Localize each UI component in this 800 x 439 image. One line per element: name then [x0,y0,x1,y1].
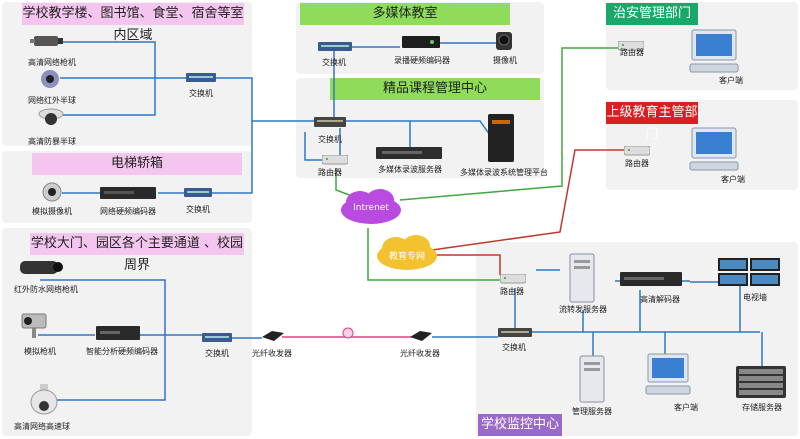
switch-icon-perimeter [202,333,232,342]
label-client-police: 客户端 [719,76,743,85]
label-switch-indoor: 交换机 [189,89,213,98]
link-indoor-switch-backbone [214,77,314,122]
zone-title-elevator: 电梯轿箱 [32,153,242,175]
switch-icon-course-center [314,117,346,127]
link-elevator [62,121,253,194]
label-mm-server: 多媒体录波服务器 [378,165,442,174]
zone-title-multimedia: 多媒体教室 [300,3,510,25]
network-encoder-icon [100,187,156,199]
mgmt-server-icon [579,355,605,403]
zone-title-campus-indoor: 学校教学楼、图书馆、食堂、宿舍等室内区域 [22,3,244,43]
label-hd-vandal-dome: 高清防暴半球 [28,137,76,146]
client-pc-icon-police [689,29,739,73]
label-stream-server: 流转发服务器 [559,305,607,314]
smart-encoder-icon [96,326,140,340]
switch-icon-monitor [498,328,532,337]
label-hd-gun-camera: 高清网络枪机 [28,58,76,67]
router-icon-police [618,41,644,51]
label-router-course: 路由器 [318,168,342,177]
router-icon-monitor [500,274,526,284]
zone-title-perimeter: 学校大门、园区各个主要通道 、校园周界 [30,233,244,273]
client-pc-icon-monitor [645,353,691,395]
label-hd-decoder: 高清解码器 [640,295,680,304]
ir-waterproof-gun-icon [20,261,63,274]
hd-speed-dome-icon [30,384,58,415]
edu-net-cloud-icon [377,235,437,270]
label-hd-speed-dome: 高清网络高速球 [14,422,70,431]
storage-server-icon [736,366,786,398]
switch-icon-multimedia [318,42,352,51]
mm-server-icon [376,147,442,159]
video-wall-icon [718,258,780,286]
label-ir-dome: 网络红外半球 [28,96,76,105]
link-internet-police [399,47,618,201]
label-ir-waterproof-gun: 红外防水网络枪机 [14,285,78,294]
label-mm-platform: 多媒体录波系统管理平台 [460,168,548,177]
label-switch-perimeter: 交换机 [205,349,229,358]
mm-platform-icon [488,114,514,162]
label-switch-elevator: 交换机 [186,205,210,214]
analog-camera-icon [42,182,62,202]
fiber-transceiver-icon-right [410,331,432,341]
label-analog-gun: 模拟枪机 [24,347,56,356]
fiber-transceiver-icon-left [262,331,284,341]
label-switch-course: 交换机 [318,135,342,144]
label-internet: Intrenet [353,203,389,213]
zone-title-police: 治安管理部门 [606,3,698,25]
ir-dome-icon [41,70,59,88]
internet-cloud-icon [341,189,401,224]
label-smart-encoder: 智能分析硬频编码器 [86,347,158,356]
link-multimedia [333,42,496,121]
label-mgmt-server: 管理服务器 [572,407,612,416]
label-storage-server: 存储服务器 [742,403,782,412]
label-client-monitor: 客户端 [674,403,698,412]
router-icon-education [624,146,650,156]
label-switch-monitor: 交换机 [502,343,526,352]
hd-gun-camera-icon [30,36,63,46]
analog-gun-icon [21,313,47,338]
camera-icon [496,32,512,50]
label-switch-multimedia: 交换机 [322,58,346,67]
label-fiber-right: 光纤收发器 [400,349,440,358]
label-edu-net: 教育专网 [388,252,426,262]
label-network-encoder: 网络硬频编码器 [100,207,156,216]
link-perimeter-cams [38,279,202,401]
hd-vandal-dome-icon [38,108,64,125]
zone-title-education: 上级教育主管部门 [606,102,698,142]
label-rec-encoder: 录播硬频编码器 [394,56,450,65]
client-pc-icon-education [689,127,739,171]
link-course-center [304,120,491,161]
hd-decoder-icon [620,272,682,286]
link-internet-monitor [367,228,500,281]
zone-title-course-center: 精品课程管理中心 [330,78,540,100]
link-indoor-cams [60,41,196,116]
label-camera: 摄像机 [493,56,517,65]
label-router-monitor: 路由器 [500,287,524,296]
label-router-police: 路由器 [620,48,644,57]
label-client-education: 客户端 [721,175,745,184]
label-analog-camera: 模拟摄像机 [32,207,72,216]
label-fiber-left: 光纤收发器 [252,349,292,358]
link-edunet-education [431,149,628,251]
router-icon-course-center [322,155,348,165]
link-edunet-monitor [430,254,501,275]
switch-icon-elevator [184,188,212,197]
label-video-wall: 电视墙 [743,293,767,302]
stream-server-icon [569,253,595,303]
zone-title-monitor-center: 学校监控中心 [478,414,562,436]
switch-icon-indoor [186,73,216,82]
link-router-internet [335,168,353,197]
rec-encoder-icon [402,36,440,48]
label-router-education: 路由器 [625,159,649,168]
